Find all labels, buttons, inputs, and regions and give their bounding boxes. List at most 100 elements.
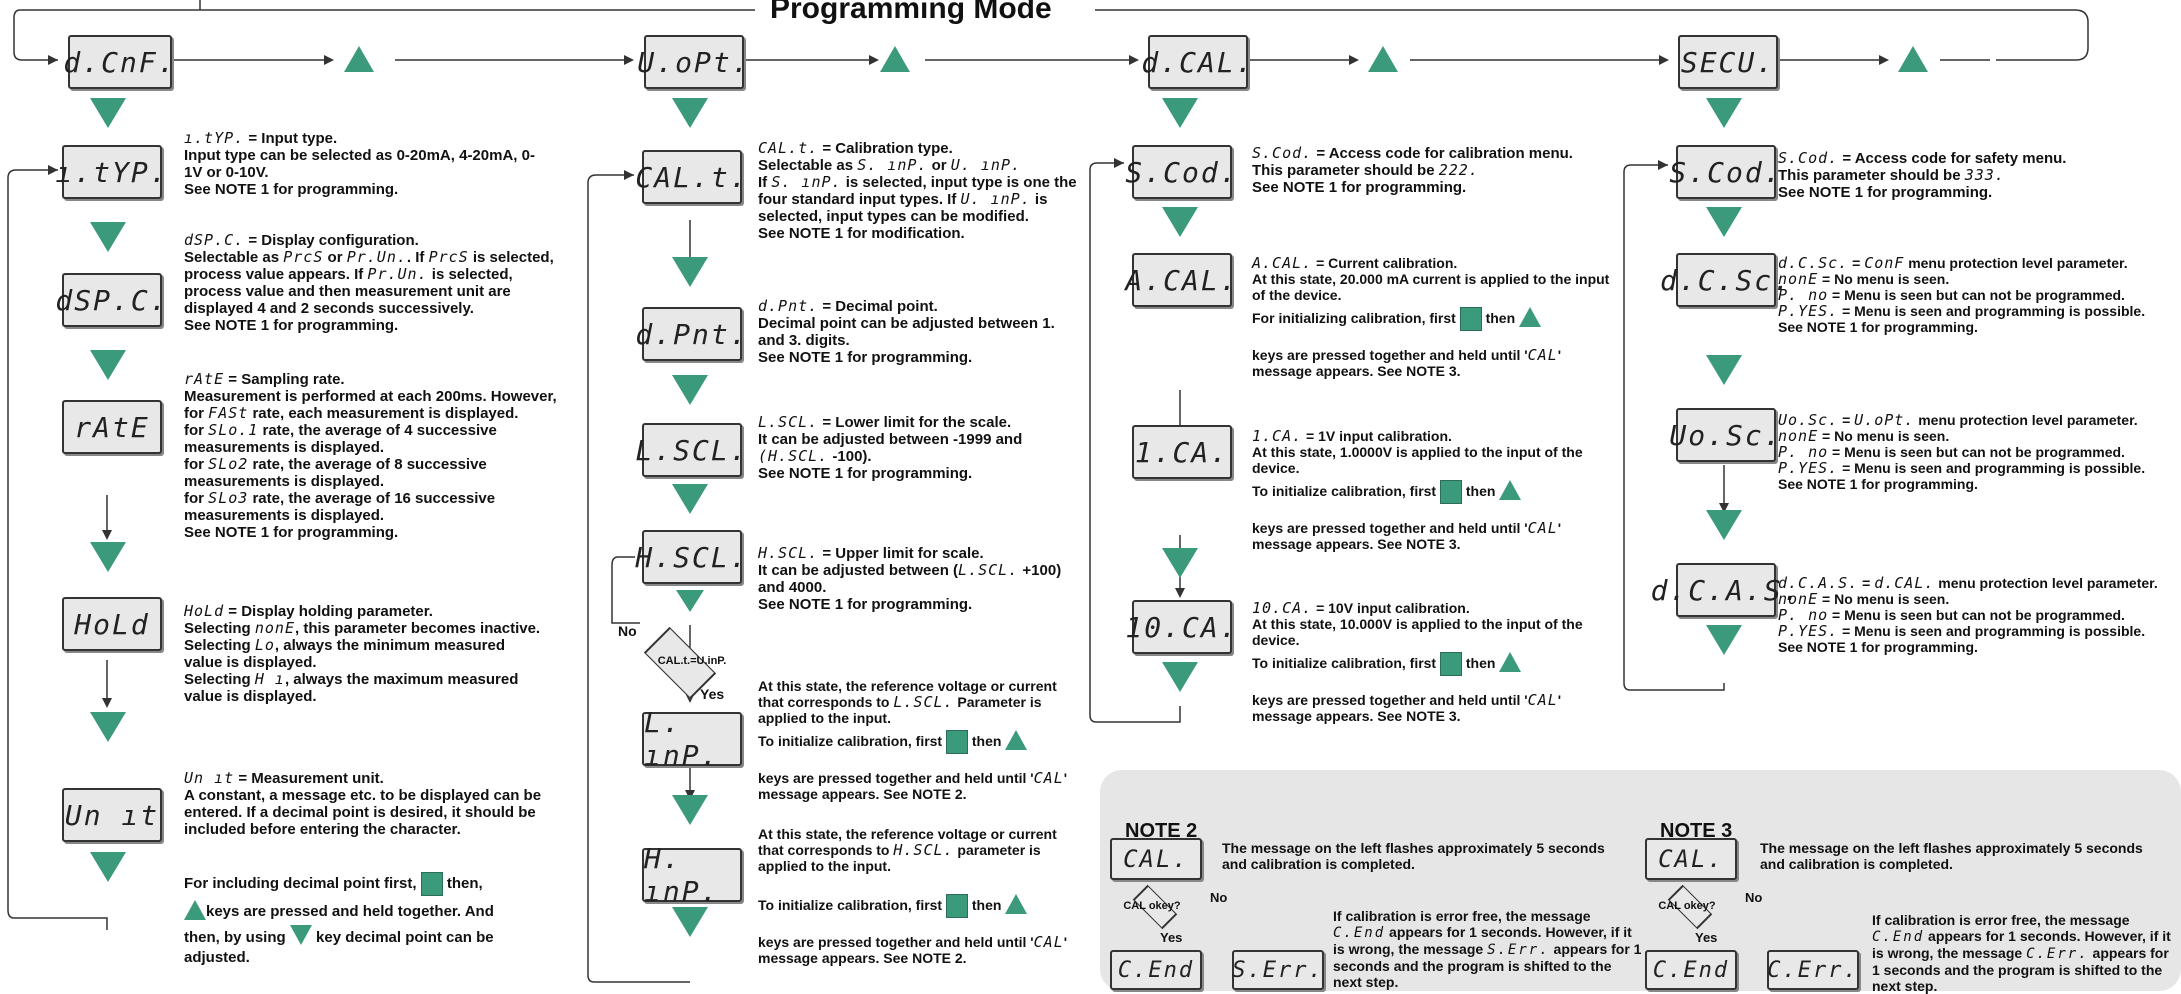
down-key-icon	[672, 257, 708, 287]
note3-result-text: If calibration is error free, the messag…	[1872, 912, 2171, 994]
note2-no: No	[1210, 890, 1228, 905]
up-set-key-icon	[1005, 730, 1028, 750]
calt-description: CAL.t. = Calibration type. Selectable as…	[758, 139, 1077, 243]
down-key-icon	[672, 98, 708, 128]
set-key-icon	[946, 894, 968, 919]
scod-safety-display: S.Cod.	[1669, 145, 1781, 199]
menu-dcal-display: d.CAL.	[1141, 35, 1253, 89]
note2-title: NOTE 2	[1125, 820, 1198, 842]
uosc-description: Uo.Sc. = U.oPt. menu protection level pa…	[1778, 411, 2146, 492]
dpnt-description: d.Pnt. = Decimal point. Decimal point ca…	[758, 297, 1055, 367]
linp-display: L. ınP.	[642, 706, 742, 772]
up-set-key-icon	[184, 900, 206, 920]
uosc-display: Uo.Sc.	[1669, 408, 1781, 462]
i10ca-description: 10.CA. = 10V input calibration. At this …	[1252, 599, 1583, 725]
menu-uopt-display: U.oPt.	[637, 35, 749, 89]
hinp-display: H. ınP.	[642, 842, 742, 908]
note3-end-display: C.End	[1645, 950, 1737, 990]
dspc-display: dSP.C.	[55, 273, 167, 327]
down-key-icon	[672, 795, 708, 825]
menu-dcnf-display: d.CnF.	[63, 35, 175, 89]
acal-display: A.CAL.	[1125, 253, 1237, 307]
down-key-icon	[90, 852, 126, 882]
note2-end-display: C.End	[1110, 950, 1202, 990]
ityp-description: ı.tYP. = Input type. Input type can be s…	[184, 129, 535, 199]
down-key-icon	[1162, 662, 1198, 692]
dcsc-display: d.C.Sc.	[1660, 253, 1790, 307]
page-title: Programming Mode	[760, 0, 1062, 26]
dcsc-description: d.C.Sc. = ConF menu protection level par…	[1778, 254, 2146, 335]
lscl-description: L.SCL. = Lower limit for the scale. It c…	[758, 413, 1023, 483]
note2-result-text: If calibration is error free, the messag…	[1333, 908, 1642, 990]
lscl-display: L.SCL.	[635, 423, 747, 477]
set-key-icon	[1440, 652, 1462, 677]
decision-yes: Yes	[700, 686, 725, 702]
ityp-display: ı.tYP.	[55, 145, 167, 199]
down-key-icon	[1162, 548, 1198, 578]
unit-decimal-instructions: For including decimal point first, then,…	[184, 872, 554, 968]
down-key-icon	[1706, 355, 1742, 385]
up-set-key-icon	[880, 46, 910, 72]
scod-safety-description: S.Cod. = Access code for safety menu. Th…	[1778, 149, 2067, 202]
up-set-key-icon	[1898, 46, 1928, 72]
note3-yes: Yes	[1695, 930, 1718, 945]
down-key-icon	[1706, 625, 1742, 655]
up-set-key-icon	[1368, 46, 1398, 72]
hold-description: HoLd = Display holding parameter. Select…	[184, 602, 541, 706]
decision-no: No	[618, 623, 637, 639]
down-key-icon	[90, 712, 126, 742]
down-key-icon	[289, 925, 312, 945]
note2-cal-display: CAL.	[1110, 838, 1202, 880]
note2-flash-text: The message on the left flashes approxim…	[1222, 840, 1605, 872]
up-set-key-icon	[1005, 894, 1028, 914]
down-key-icon	[1706, 98, 1742, 128]
set-key-icon	[1459, 307, 1482, 332]
up-set-key-icon	[1499, 652, 1522, 672]
up-set-key-icon	[1519, 307, 1542, 327]
ica-display: 1.CA.	[1132, 425, 1232, 479]
note3-err-display: C.Err.	[1767, 950, 1859, 990]
down-key-icon	[672, 484, 708, 514]
down-key-icon	[90, 98, 126, 128]
hscl-description: H.SCL. = Upper limit for scale. It can b…	[758, 544, 1062, 614]
down-key-icon	[672, 375, 708, 405]
note3-title: NOTE 3	[1660, 820, 1733, 842]
down-key-icon	[1706, 510, 1742, 540]
linp-description: At this state, the reference voltage or …	[758, 678, 1068, 803]
set-key-icon	[420, 872, 443, 896]
down-key-icon	[90, 222, 126, 252]
down-key-icon	[1162, 207, 1198, 237]
note3-question: CAL okey?	[1658, 900, 1716, 912]
scod-cal-description: S.Cod. = Access code for calibration men…	[1252, 144, 1573, 197]
up-set-key-icon	[1499, 480, 1522, 500]
hinp-description: At this state, the reference voltage or …	[758, 826, 1068, 967]
rate-description: rAtE = Sampling rate. Measurement is per…	[184, 370, 557, 542]
dspc-description: dSP.C. = Display configuration. Selectab…	[184, 231, 554, 335]
down-key-icon	[676, 590, 704, 612]
unit-description: Un ıt = Measurement unit. A constant, a …	[184, 769, 542, 839]
rate-display: rAtE	[62, 400, 162, 454]
menu-secu-display: SECU.	[1678, 35, 1778, 89]
down-key-icon	[90, 542, 126, 572]
unit-display: Un ıt	[62, 788, 162, 842]
scod-cal-display: S.Cod.	[1125, 145, 1237, 199]
hold-display: HoLd	[62, 597, 162, 651]
note3-flash-text: The message on the left flashes approxim…	[1760, 840, 2143, 872]
acal-description: A.CAL. = Current calibration. At this st…	[1252, 254, 1610, 380]
note2-err-display: S.Err.	[1232, 950, 1324, 990]
note3-no: No	[1745, 890, 1763, 905]
calt-display: CAL.t.	[635, 150, 747, 204]
set-key-icon	[1440, 480, 1462, 505]
down-key-icon	[1706, 207, 1742, 237]
dcas-display: d.C.A.S.	[1651, 563, 1799, 617]
hscl-display: H.SCL.	[635, 530, 747, 584]
note2-yes: Yes	[1160, 930, 1183, 945]
down-key-icon	[90, 350, 126, 380]
down-key-icon	[1162, 98, 1198, 128]
ica-description: 1.CA. = 1V input calibration. At this st…	[1252, 427, 1583, 553]
dpnt-display: d.Pnt.	[635, 307, 747, 361]
i10ca-display: 10.CA.	[1125, 600, 1237, 654]
note3-cal-display: CAL.	[1645, 838, 1737, 880]
set-key-icon	[946, 730, 968, 755]
note2-question: CAL okey?	[1123, 900, 1181, 912]
